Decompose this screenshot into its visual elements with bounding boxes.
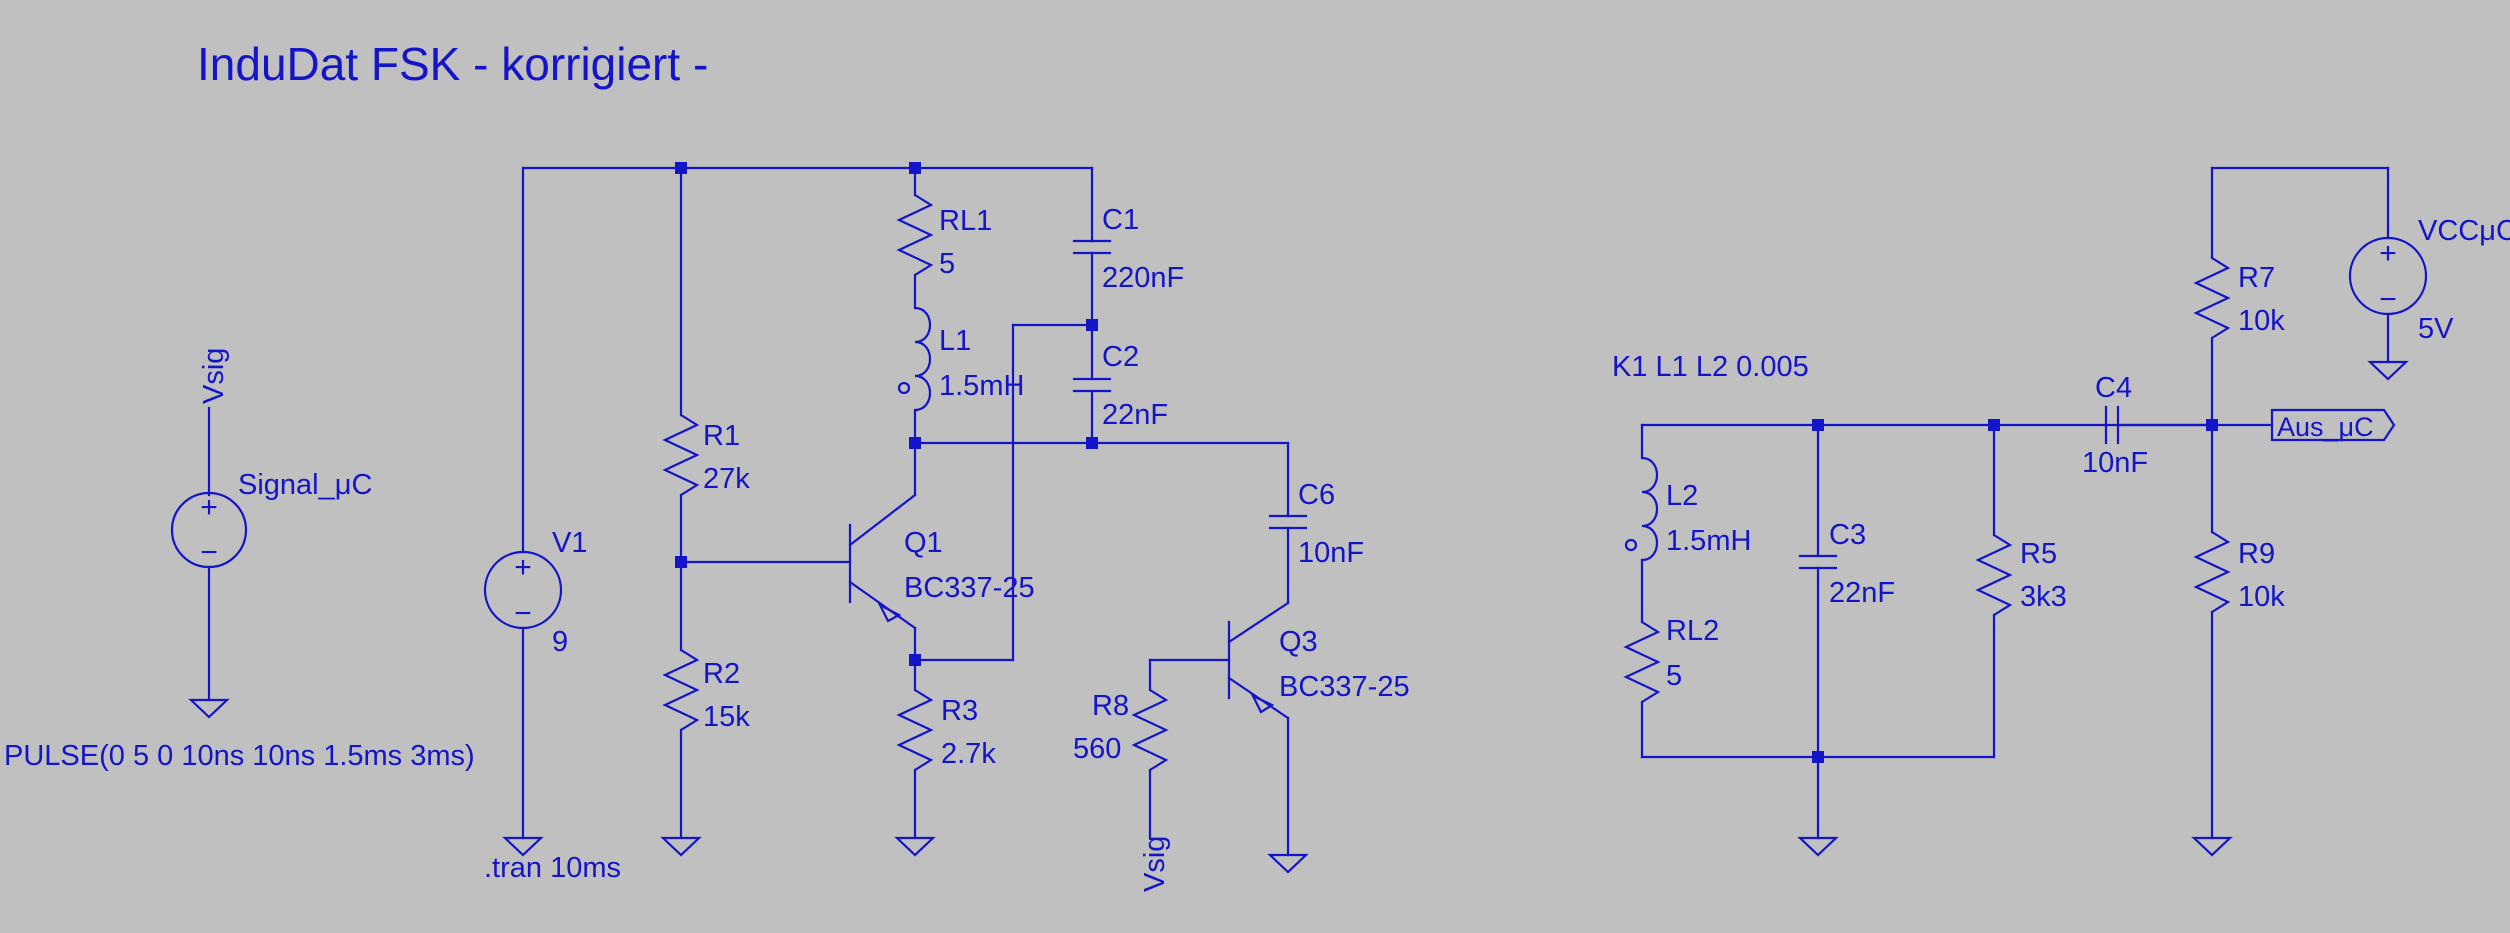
net-label-vsig-source: Vsig [198, 348, 230, 404]
l1-value: 1.5mH [939, 370, 1024, 402]
r9-resistor[interactable] [2191, 423, 2233, 857]
polarity-dot [897, 381, 911, 395]
svg-text:−: − [514, 597, 532, 630]
l2-inductor[interactable] [1624, 423, 1658, 624]
ground-symbol [188, 698, 230, 719]
c6-name: C6 [1298, 479, 1335, 511]
tank-wires [1640, 419, 2214, 857]
coupling-directive: K1 L1 L2 0.005 [1612, 351, 1809, 383]
rl1-resistor[interactable] [896, 166, 934, 310]
top-rail-wires [502, 162, 1094, 857]
r7-value: 10k [2238, 305, 2285, 337]
r5-value: 3k3 [2020, 581, 2067, 613]
r5-resistor[interactable] [1975, 423, 2013, 759]
q3-value: BC337-25 [1279, 671, 1410, 703]
c3-name: C3 [1829, 519, 1866, 551]
r8-value: 560 [1073, 733, 1121, 765]
collector-node-wires [909, 437, 1290, 497]
net-label-vsig-r8: Vsig [1139, 836, 1171, 892]
r7-name: R7 [2238, 262, 2275, 294]
output-port-label: Aus_μC [2277, 412, 2374, 442]
vcc-source[interactable]: + − [2348, 236, 2428, 316]
vcc-name: VCCμC [2418, 215, 2510, 247]
polarity-dot [1624, 538, 1638, 552]
q3-name: Q3 [1279, 626, 1318, 658]
c2-capacitor[interactable] [1072, 323, 1112, 445]
c3-value: 22nF [1829, 577, 1895, 609]
r2-name: R2 [703, 658, 740, 690]
svg-text:+: + [2379, 237, 2397, 270]
rl2-name: RL2 [1666, 615, 1719, 647]
r1-value: 27k [703, 463, 750, 495]
svg-text:+: + [200, 491, 218, 524]
c2-value: 22nF [1102, 399, 1168, 431]
q1-transistor[interactable] [848, 493, 917, 630]
l2-name: L2 [1666, 480, 1698, 512]
l2-value: 1.5mH [1666, 525, 1751, 557]
r2-resistor[interactable] [660, 560, 702, 857]
signal-source-value: PULSE(0 5 0 10ns 10ns 1.5ms 3ms) [4, 740, 475, 772]
rl1-value: 5 [939, 248, 955, 280]
l1-inductor[interactable] [897, 306, 931, 445]
vcc-value: 5V [2418, 313, 2454, 345]
l1-name: L1 [939, 325, 971, 357]
signal-source[interactable]: + − [170, 406, 248, 719]
c6-value: 10nF [1298, 537, 1364, 569]
rl2-value: 5 [1666, 660, 1682, 692]
c1-capacitor[interactable] [1072, 166, 1112, 327]
svg-text:−: − [200, 536, 218, 569]
r3-resistor[interactable] [894, 658, 936, 857]
c6-capacitor[interactable] [1268, 441, 1308, 605]
c4-value: 10nF [2082, 447, 2148, 479]
svg-text:−: − [2379, 283, 2397, 316]
ground-symbol [502, 836, 544, 857]
r8-name: R8 [1092, 690, 1129, 722]
r9-name: R9 [2238, 538, 2275, 570]
r2-value: 15k [703, 701, 750, 733]
v1-source[interactable]: + − [483, 550, 563, 630]
r1-resistor[interactable] [662, 166, 700, 564]
vcc-wires [2206, 166, 2409, 431]
c3-capacitor[interactable] [1798, 423, 1838, 759]
signal-source-name: Signal_μC [238, 469, 372, 501]
tran-directive: .tran 10ms [484, 852, 621, 884]
r3-name: R3 [941, 695, 978, 727]
c4-name: C4 [2095, 372, 2132, 404]
c1-value: 220nF [1102, 262, 1184, 294]
rl2-resistor[interactable] [1623, 621, 1661, 759]
schematic-title: InduDat FSK - korrigiert - [197, 38, 708, 90]
v1-value: 9 [552, 626, 568, 658]
rl1-name: RL1 [939, 205, 992, 237]
output-port[interactable] [2270, 408, 2396, 442]
c4-capacitor[interactable] [2104, 405, 2214, 445]
r5-name: R5 [2020, 538, 2057, 570]
r8-resistor[interactable] [1131, 658, 1231, 840]
r1-name: R1 [703, 420, 740, 452]
emitter-node-wires [909, 319, 1098, 666]
svg-text:+: + [514, 551, 532, 584]
c2-name: C2 [1102, 341, 1139, 373]
r9-value: 10k [2238, 581, 2285, 613]
q1-name: Q1 [904, 527, 943, 559]
r7-resistor[interactable] [2193, 257, 2231, 427]
v1-name: V1 [552, 527, 587, 559]
r3-value: 2.7k [941, 738, 996, 770]
c1-name: C1 [1102, 204, 1139, 236]
q1-value: BC337-25 [904, 572, 1035, 604]
